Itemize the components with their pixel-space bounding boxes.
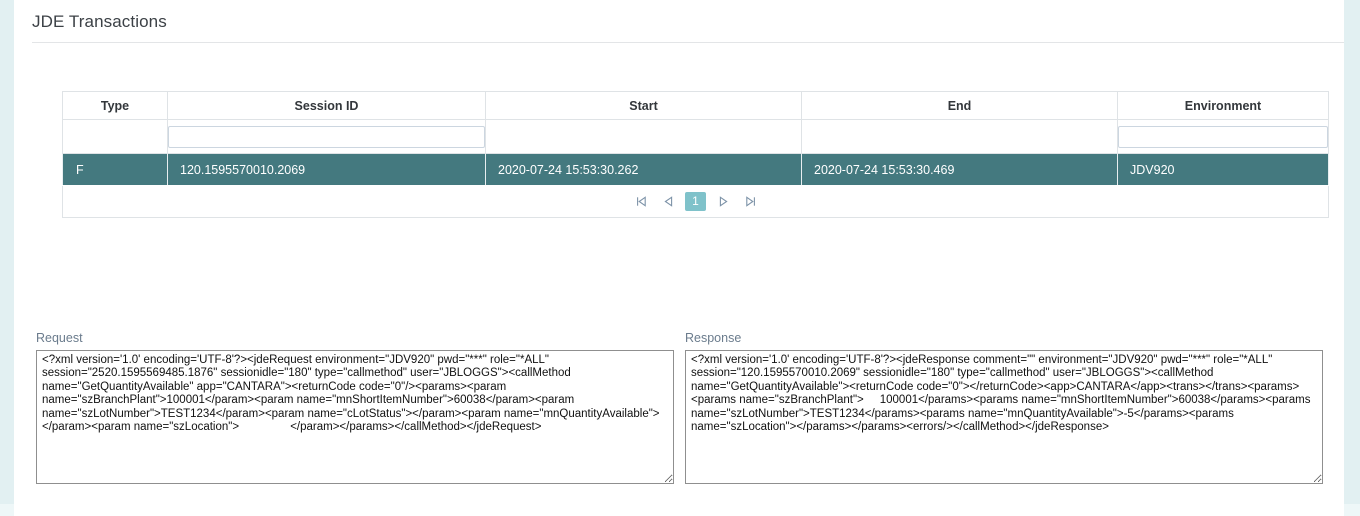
page-gutter-right (1344, 0, 1360, 516)
xml-panels: Request Response (36, 330, 1323, 489)
cell-end[interactable]: 2020-07-24 15:53:30.469 (801, 153, 1118, 186)
response-panel: Response (685, 330, 1323, 489)
column-header-environment[interactable]: Environment (1117, 91, 1329, 120)
filter-cell-start (485, 119, 802, 154)
page-header: JDE Transactions (14, 0, 1344, 43)
request-label: Request (36, 331, 83, 345)
filter-cell-end (801, 119, 1118, 154)
first-page-icon[interactable] (631, 192, 651, 212)
cell-start[interactable]: 2020-07-24 15:53:30.262 (485, 153, 802, 186)
filter-row (62, 119, 1329, 154)
filter-cell-type (62, 119, 168, 154)
filter-cell-environment (1117, 119, 1329, 154)
pager-row: 1 (62, 185, 1329, 218)
filter-input-environment[interactable] (1118, 125, 1328, 148)
request-textarea[interactable] (36, 350, 674, 484)
transactions-table: Type Session ID Start End Environment (62, 91, 1329, 218)
title-divider (32, 42, 1344, 43)
filter-input-session-id[interactable] (168, 125, 485, 148)
next-page-icon[interactable] (713, 192, 733, 212)
page-gutter-left (0, 0, 14, 516)
page-content: JDE Transactions Type Session ID Start E… (14, 0, 1344, 516)
column-header-type[interactable]: Type (62, 91, 168, 120)
page-title: JDE Transactions (32, 12, 167, 31)
pager-cell: 1 (62, 185, 1329, 218)
table-row[interactable]: F 120.1595570010.2069 2020-07-24 15:53:3… (62, 153, 1329, 186)
jde-transactions-grid: Type Session ID Start End Environment (62, 91, 1329, 218)
column-header-end[interactable]: End (801, 91, 1118, 120)
table-header: Type Session ID Start End Environment (62, 91, 1329, 120)
header-row: Type Session ID Start End Environment (62, 91, 1329, 120)
last-page-icon[interactable] (740, 192, 760, 212)
previous-page-icon[interactable] (658, 192, 678, 212)
cell-session-id[interactable]: 120.1595570010.2069 (167, 153, 486, 186)
page-number-1[interactable]: 1 (685, 192, 706, 211)
cell-environment[interactable]: JDV920 (1117, 153, 1329, 186)
response-textarea[interactable] (685, 350, 1323, 484)
cell-type[interactable]: F (62, 153, 168, 186)
pagination: 1 (63, 186, 1328, 217)
column-header-session-id[interactable]: Session ID (167, 91, 486, 120)
column-header-start[interactable]: Start (485, 91, 802, 120)
response-label: Response (685, 331, 742, 345)
filter-cell-session-id (167, 119, 486, 154)
request-panel: Request (36, 330, 674, 489)
